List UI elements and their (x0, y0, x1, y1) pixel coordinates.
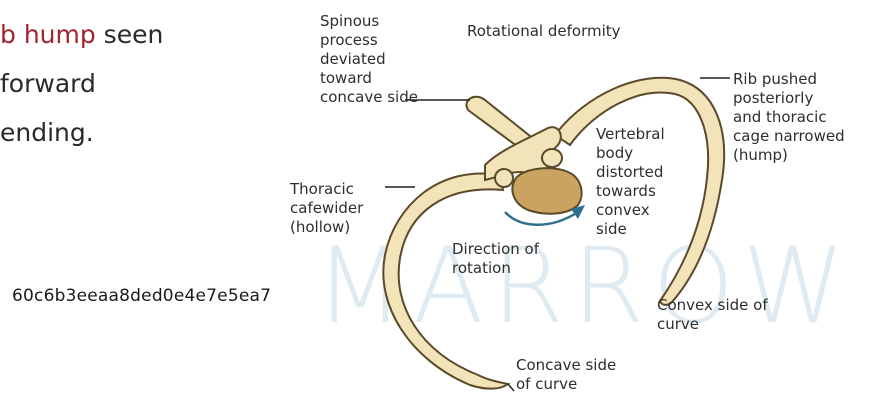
label-concave-side: Concave side of curve (516, 356, 616, 394)
label-convex-side: Convex side of curve (657, 296, 768, 334)
costotransverse-joint-right (542, 149, 562, 167)
hash-code: 60c6b3eeaa8ded0e4e7e5ea7 (12, 286, 271, 306)
label-spinous-process: Spinous process deviated toward concave … (320, 12, 418, 107)
label-thoracic-cage-wider: Thoracic cafewider (hollow) (290, 180, 363, 237)
costotransverse-joint-left (495, 169, 513, 187)
vertebral-body (512, 168, 581, 214)
label-rotational-deformity: Rotational deformity (467, 22, 621, 41)
label-vertebral-body: Vertebral body distorted towards convex … (596, 125, 665, 239)
label-rib-pushed: Rib pushed posteriorly and thoracic cage… (733, 70, 845, 165)
label-direction-of-rotation: Direction of rotation (452, 240, 539, 278)
leader-concave (508, 384, 514, 391)
left-rib (383, 173, 508, 388)
